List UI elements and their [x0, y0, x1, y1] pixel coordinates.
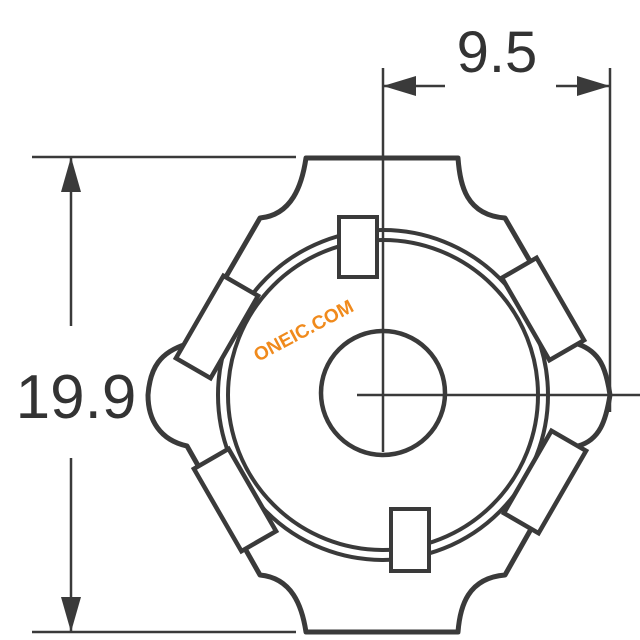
board-outline	[145, 155, 613, 635]
bottom-tab	[389, 507, 431, 573]
top-tab	[337, 215, 379, 279]
height-dimension-label: 19.9	[16, 363, 137, 432]
height-arrow-bottom	[61, 597, 81, 632]
solder-pad-top-right	[498, 254, 588, 364]
solder-pad-bottom-left	[190, 445, 280, 555]
solder-pad-top-left	[172, 272, 262, 382]
solder-pad-bottom-right	[500, 427, 590, 537]
width-dimension-label: 9.5	[457, 20, 538, 85]
height-arrow-top	[61, 157, 81, 192]
width-arrow-right	[577, 76, 610, 96]
width-arrow-left	[383, 76, 416, 96]
